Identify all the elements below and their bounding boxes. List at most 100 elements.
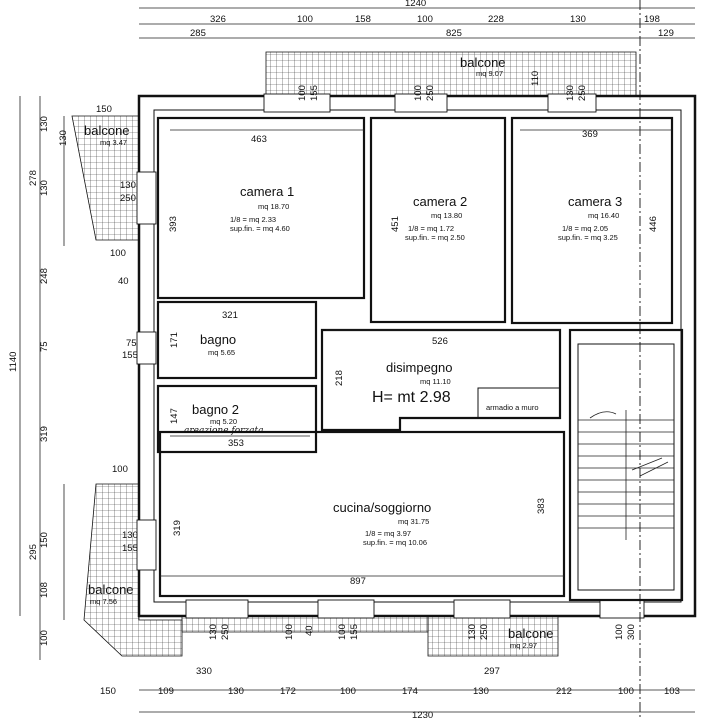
- dim-window: 155: [349, 624, 360, 640]
- dim-room: 319: [172, 520, 183, 536]
- dim-top: 158: [355, 14, 371, 25]
- dim-top: 198: [644, 14, 660, 25]
- closet-label: armadio a muro: [486, 403, 539, 412]
- cucina-window: sup.fin. = mq 10.06: [363, 538, 427, 547]
- dim-bottom: 130: [473, 686, 489, 697]
- dim-top: 825: [446, 28, 462, 39]
- room-labels: camera 1 mq 18.70 1/8 = mq 2.33 sup.fin.…: [84, 55, 622, 650]
- bagno-name: bagno: [200, 332, 236, 347]
- camera3-name: camera 3: [568, 194, 622, 209]
- dim-window: 130: [208, 624, 219, 640]
- balcony-bl-name: balcone: [88, 582, 134, 597]
- dim-window: 250: [479, 624, 490, 640]
- dim-misc: 100: [112, 464, 128, 475]
- dim-left: 130: [39, 180, 50, 196]
- dim-bottom: 212: [556, 686, 572, 697]
- bagno2-note: areazione forzata: [184, 426, 264, 436]
- dim-bottom: 130: [228, 686, 244, 697]
- cucina-name: cucina/soggiorno: [333, 500, 431, 515]
- dim-left: 130: [39, 116, 50, 132]
- dim-room: 147: [169, 408, 180, 424]
- dim-room: 321: [222, 310, 238, 321]
- dim-left: 150: [39, 532, 50, 548]
- dim-top: 129: [658, 28, 674, 39]
- ceiling-height: H= mt 2.98: [372, 389, 451, 406]
- dim-bottom: 172: [280, 686, 296, 697]
- dim-room: 451: [390, 216, 401, 232]
- dim-left: 295: [28, 544, 39, 560]
- dim-misc: 250: [120, 193, 136, 204]
- dim-top: 130: [570, 14, 586, 25]
- dim-room: 526: [432, 336, 448, 347]
- cucina-ratio: 1/8 = mq 3.97: [365, 529, 411, 538]
- dim-left: 319: [39, 426, 50, 442]
- dim-room: 218: [334, 370, 345, 386]
- dim-top: 100: [297, 14, 313, 25]
- camera2-window: sup.fin. = mq 2.50: [405, 233, 465, 242]
- dim-window: 250: [577, 85, 588, 101]
- balcony-top-area: mq 9.07: [476, 69, 503, 78]
- camera1-ratio: 1/8 = mq 2.33: [230, 215, 276, 224]
- balcony-bl-area: mq 7.56: [90, 597, 117, 606]
- dim-misc: 150: [96, 104, 112, 115]
- bagno2-name: bagno 2: [192, 402, 239, 417]
- bagno2-area: mq 5.20: [210, 417, 237, 426]
- dim-bottom: 330: [196, 666, 212, 677]
- balcony-tl-name: balcone: [84, 123, 130, 138]
- camera1-area: mq 18.70: [258, 202, 289, 211]
- dim-window: 100: [614, 624, 625, 640]
- dim-top: 326: [210, 14, 226, 25]
- dim-bottom: 297: [484, 666, 500, 677]
- balcony-br-name: balcone: [508, 626, 554, 641]
- disimpegno-area: mq 11.10: [420, 377, 451, 386]
- balcony-br-area: mq 2.97: [510, 641, 537, 650]
- dim-left: 100: [39, 630, 50, 646]
- dim-left: 108: [39, 582, 50, 598]
- camera3-ratio: 1/8 = mq 2.05: [562, 224, 608, 233]
- dim-bottom: 103: [664, 686, 680, 697]
- dim-bottom: 100: [618, 686, 634, 697]
- dim-bottom: 100: [340, 686, 356, 697]
- dim-misc: 40: [118, 276, 129, 287]
- dim-room: 353: [228, 438, 244, 449]
- dimension-lines: [19, 7, 695, 713]
- dim-room: 369: [582, 129, 598, 140]
- dim-misc: 130: [58, 130, 69, 146]
- dim-bottom: 109: [158, 686, 174, 697]
- dim-window: 100: [413, 85, 424, 101]
- camera1-window: sup.fin. = mq 4.60: [230, 224, 290, 233]
- dim-top: 228: [488, 14, 504, 25]
- dim-bottom: 150: [100, 686, 116, 697]
- dim-window: 100: [284, 624, 295, 640]
- dim-window: 250: [220, 624, 231, 640]
- dim-misc: 155: [122, 350, 138, 361]
- dim-window: 155: [309, 85, 320, 101]
- dim-window: 130: [565, 85, 576, 101]
- dim-room: 463: [251, 134, 267, 145]
- dim-overall-left: 1140: [8, 352, 19, 372]
- dim-bottom: 174: [402, 686, 418, 697]
- walls: [136, 0, 697, 720]
- camera2-name: camera 2: [413, 194, 467, 209]
- camera2-area: mq 13.80: [431, 211, 462, 220]
- dim-misc: 75: [126, 338, 137, 349]
- camera3-area: mq 16.40: [588, 211, 619, 220]
- dim-misc: 100: [110, 248, 126, 259]
- dim-room: 171: [169, 332, 180, 348]
- dim-room: 446: [648, 216, 659, 232]
- dim-window: 40: [304, 625, 315, 636]
- balcony-top-name: balcone: [460, 55, 506, 70]
- dim-window: 250: [425, 85, 436, 101]
- dim-overall-bottom: 1230: [412, 710, 433, 720]
- dimension-labels: 1240 326 100 158 100 228 130 198 285 825…: [8, 0, 680, 720]
- dim-window: 100: [337, 624, 348, 640]
- dim-window: 300: [626, 624, 637, 640]
- dim-overall-top: 1240: [405, 0, 426, 9]
- dim-window: 100: [297, 85, 308, 101]
- camera2-ratio: 1/8 = mq 1.72: [408, 224, 454, 233]
- dim-left: 248: [39, 268, 50, 284]
- dim-misc: 155: [122, 543, 138, 554]
- dim-top: 285: [190, 28, 206, 39]
- dim-misc: 130: [120, 180, 136, 191]
